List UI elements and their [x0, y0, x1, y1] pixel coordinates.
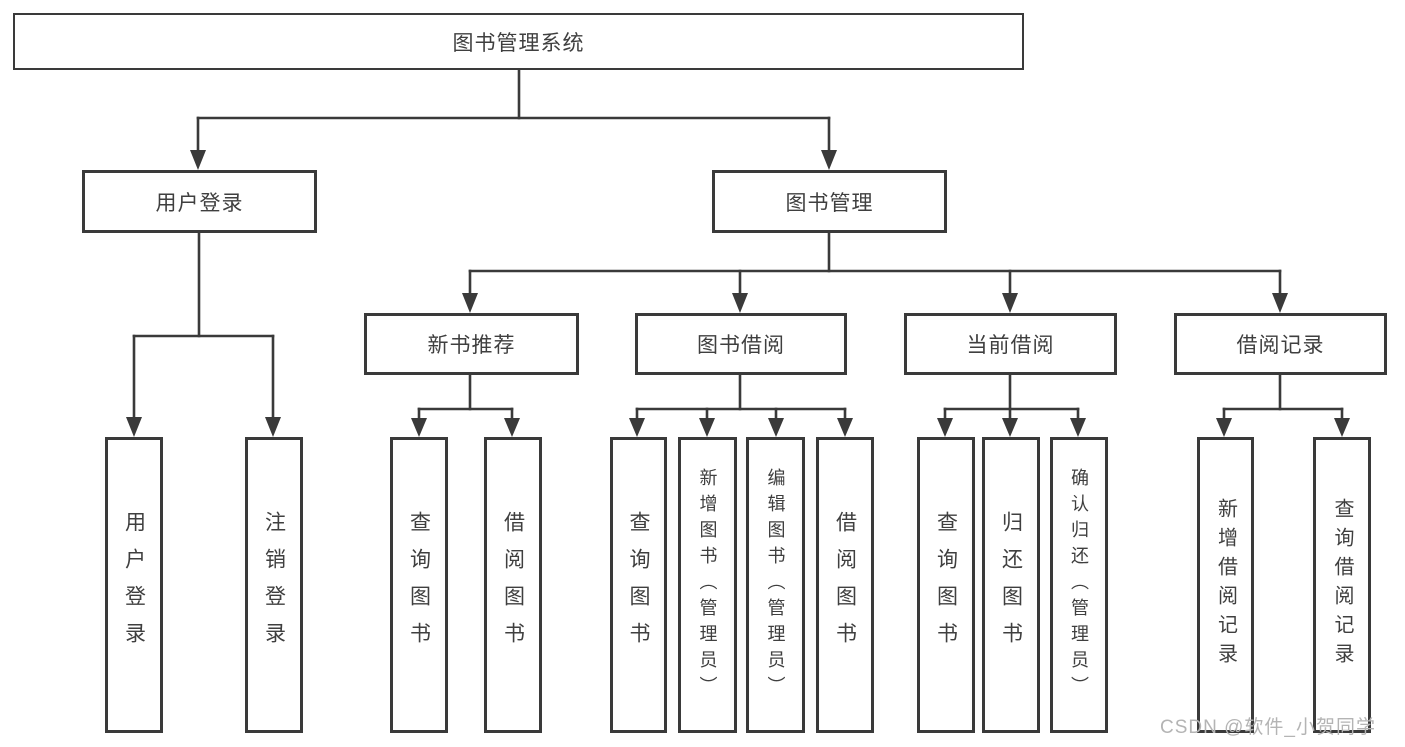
connector-new-book-to-children [411, 373, 520, 437]
node-label: 新增借阅记录 [1214, 498, 1237, 672]
node-label: 用户登录 [122, 511, 146, 659]
node-label: 确认归还（管理员） [1069, 468, 1089, 702]
node-label: 查询图书 [627, 511, 650, 659]
node-label: 图书管理 [785, 191, 874, 215]
node-leaf-borrow-book: 借阅图书 [816, 437, 874, 733]
node-label: 借阅记录 [1236, 334, 1325, 357]
node-book-management: 图书管理 [712, 170, 947, 233]
node-leaf-query-book-borrow: 查询图书 [610, 437, 667, 733]
node-label: 归还图书 [999, 511, 1023, 659]
node-library-system-root: 图书管理系统 [13, 13, 1024, 70]
node-label: 查询借阅记录 [1331, 498, 1353, 672]
node-leaf-borrow-book-recommend: 借阅图书 [484, 437, 542, 733]
node-borrow-record: 借阅记录 [1174, 313, 1387, 375]
node-leaf-user-login: 用户登录 [105, 437, 163, 733]
node-leaf-confirm-return-admin: 确认归还（管理员） [1050, 437, 1108, 733]
node-leaf-add-book-admin: 新增图书（管理员） [678, 437, 737, 733]
node-leaf-logout: 注销登录 [245, 437, 303, 733]
connector-book-management-to-children [462, 231, 1288, 313]
connector-root-to-branches [190, 68, 837, 170]
node-label: 编辑图书（管理员） [765, 468, 786, 702]
node-leaf-add-borrow-record: 新增借阅记录 [1197, 437, 1254, 733]
watermark-text: CSDN @软件_小贺同学 [1160, 717, 1376, 738]
node-leaf-query-book-current: 查询图书 [917, 437, 975, 733]
node-label: 图书管理系统 [452, 31, 585, 55]
node-label: 新书推荐 [427, 334, 516, 357]
node-label: 查询图书 [407, 511, 431, 659]
node-book-borrow: 图书借阅 [635, 313, 847, 375]
node-label: 借阅图书 [501, 511, 525, 659]
node-label: 注销登录 [262, 511, 286, 659]
node-user-login: 用户登录 [82, 170, 317, 233]
node-label: 查询图书 [934, 511, 958, 659]
node-leaf-return-book: 归还图书 [982, 437, 1040, 733]
node-leaf-query-book-recommend: 查询图书 [390, 437, 448, 733]
node-leaf-edit-book-admin: 编辑图书（管理员） [746, 437, 805, 733]
connector-current-borrow-to-children [937, 373, 1086, 437]
node-label: 用户登录 [155, 191, 244, 215]
node-label: 图书借阅 [697, 334, 785, 357]
connector-book-borrow-to-children [629, 373, 853, 437]
node-label: 借阅图书 [833, 511, 857, 659]
node-new-book-recommend: 新书推荐 [364, 313, 579, 375]
node-label: 新增图书（管理员） [697, 468, 718, 702]
connector-user-login-to-children [126, 231, 281, 437]
node-current-borrow: 当前借阅 [904, 313, 1117, 375]
connector-borrow-record-to-children [1216, 373, 1350, 437]
node-leaf-query-borrow-record: 查询借阅记录 [1313, 437, 1371, 733]
node-label: 当前借阅 [966, 334, 1055, 357]
